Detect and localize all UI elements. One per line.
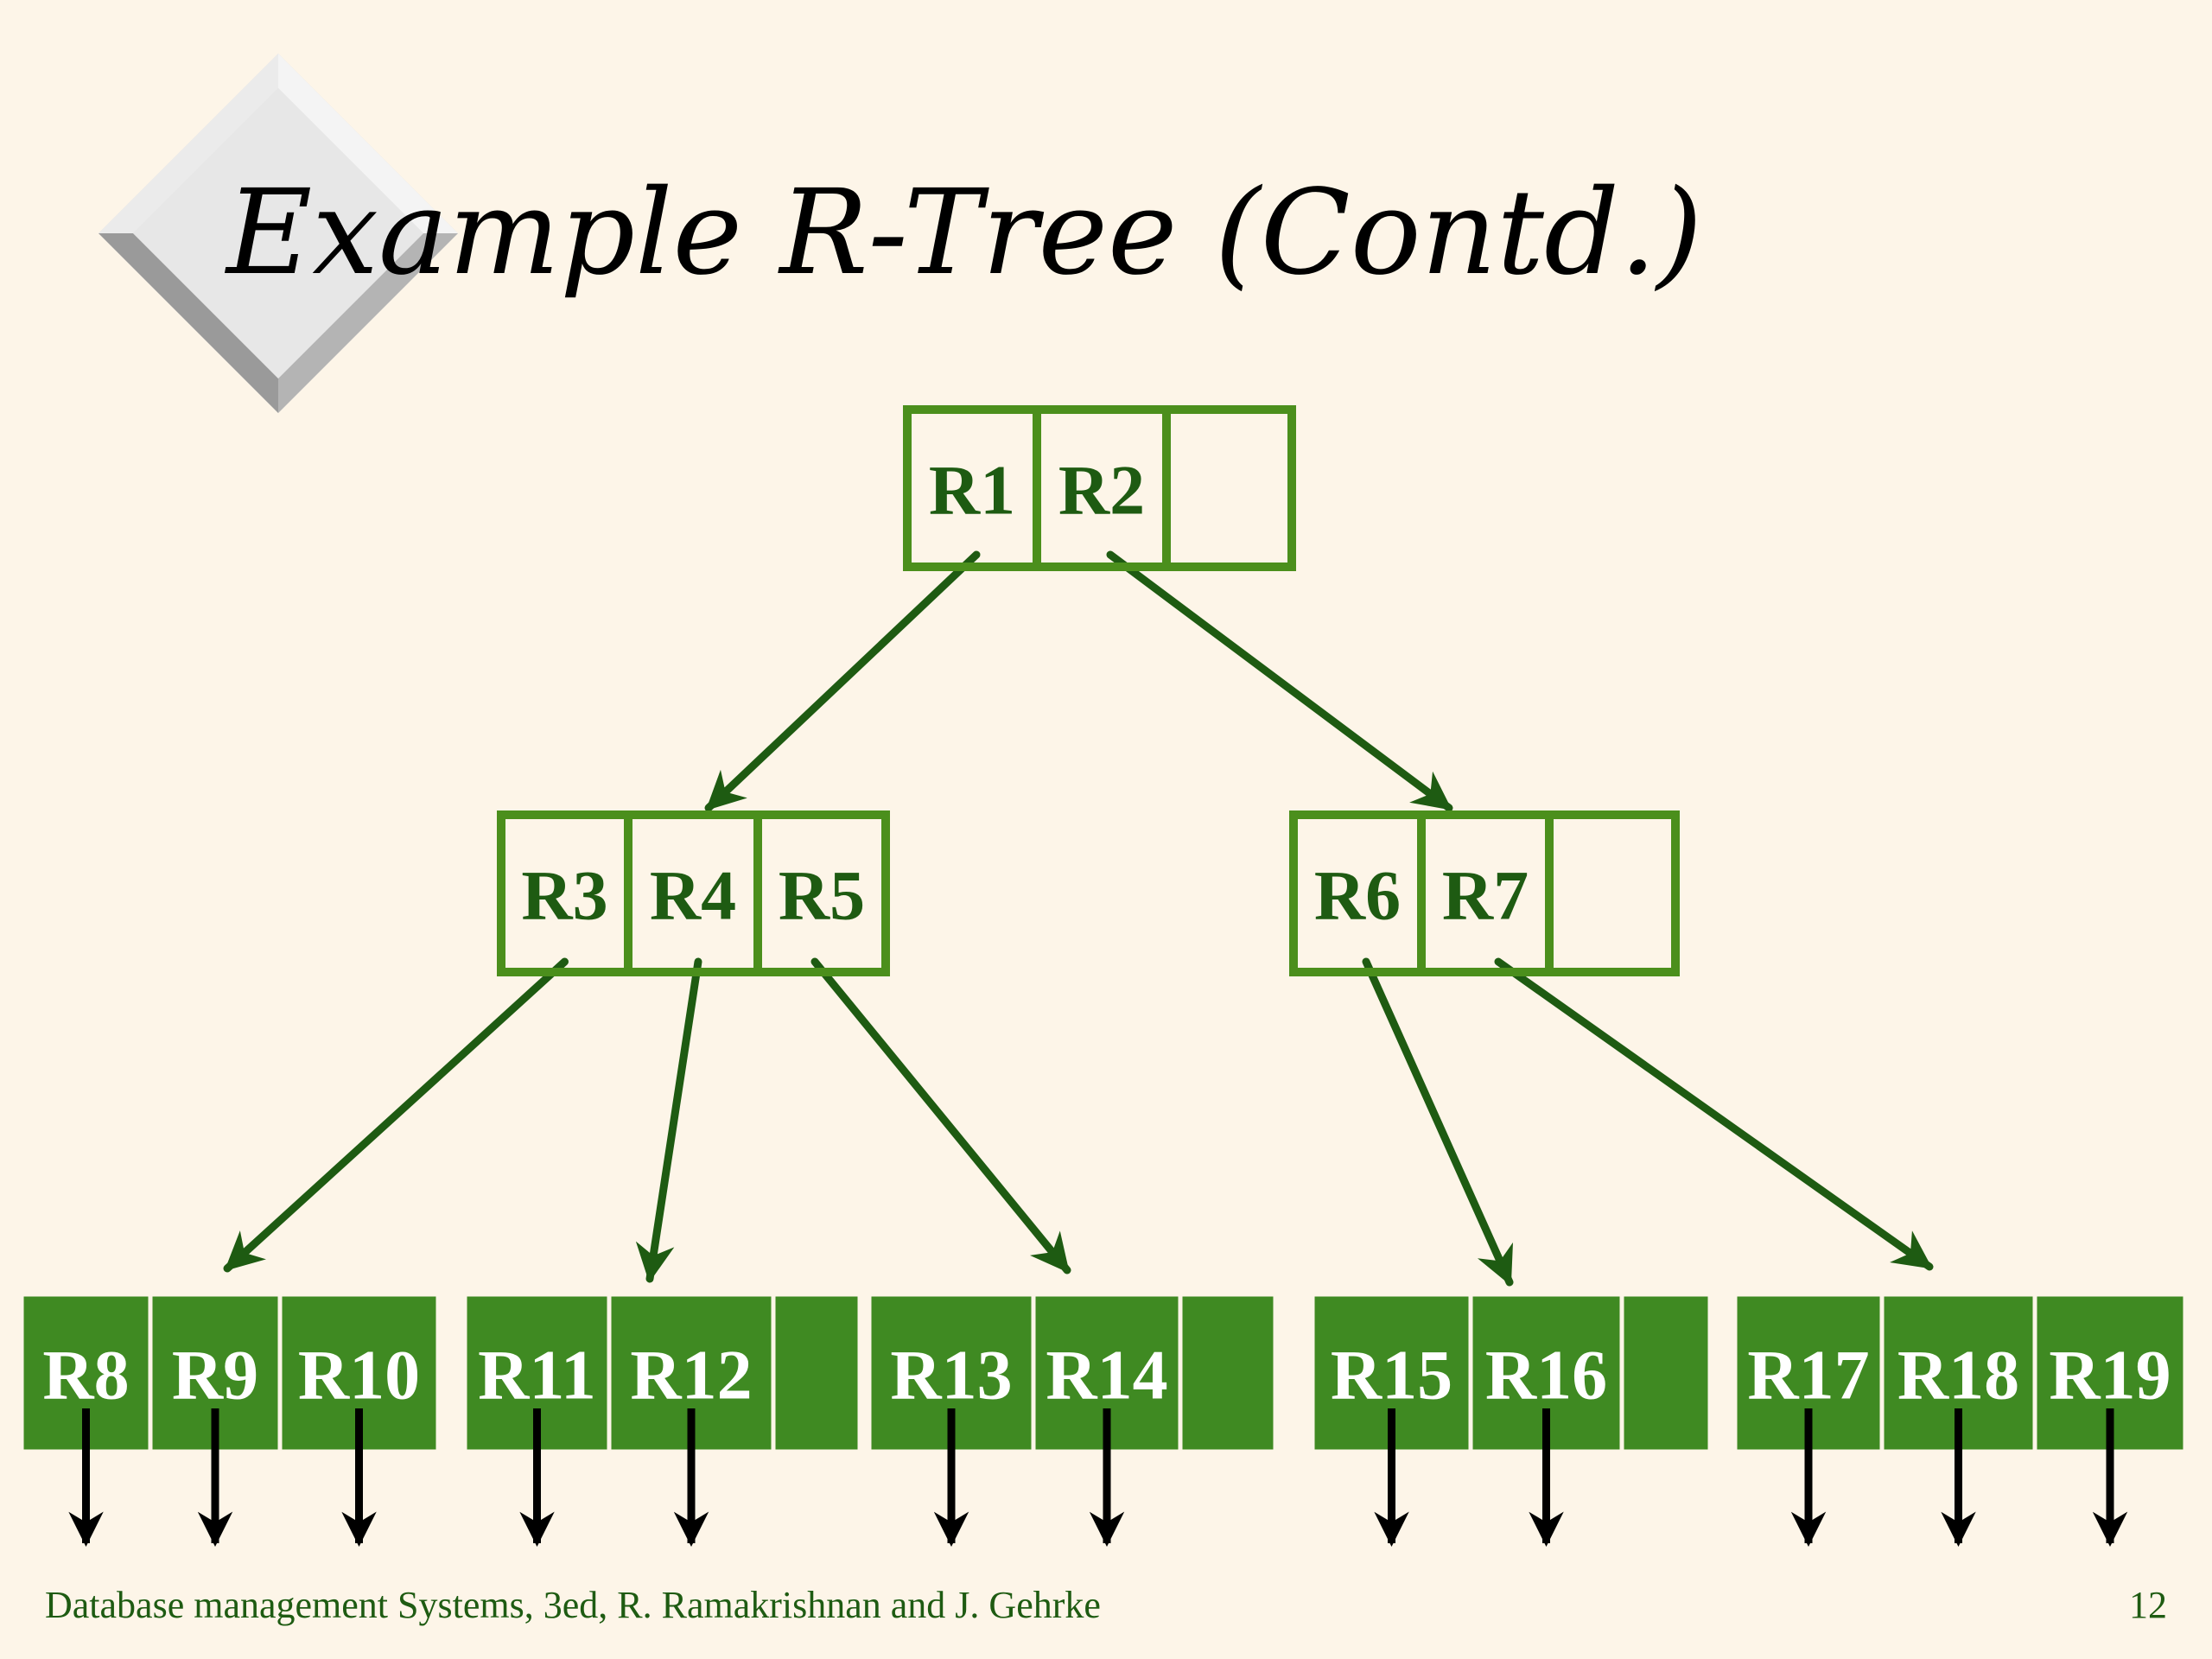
entry-r18: R18 [1897, 1336, 2019, 1414]
leaf-node-2: R11 R12 [462, 1292, 862, 1454]
entry-r3: R3 [521, 856, 607, 935]
edge-r6-to-leaf [1362, 957, 1514, 1287]
internal-node-1-cell-3 [753, 810, 890, 976]
leaf-node-3-cell-3 [1178, 1292, 1278, 1454]
leaf-node-3: R13 R14 [867, 1292, 1278, 1454]
edge-r1-to-node [704, 550, 981, 812]
page-number: 12 [2129, 1584, 2167, 1626]
root-node-cell-3 [1162, 405, 1296, 571]
slide-title: Example R-Tree (Contd.) [224, 165, 1702, 302]
entry-r7: R7 [1442, 856, 1529, 935]
edge-r2-to-node [1106, 550, 1453, 812]
entry-r19: R19 [2049, 1336, 2171, 1414]
leaf-node-1: R8 R9 R10 [19, 1292, 441, 1454]
entry-r16: R16 [1485, 1336, 1607, 1414]
tree-edges [223, 550, 1934, 1287]
entry-r5: R5 [779, 856, 865, 935]
entry-r6: R6 [1314, 856, 1401, 935]
entry-r15: R15 [1331, 1336, 1452, 1414]
leaf-pointers [68, 1408, 2128, 1548]
entry-r9: R9 [172, 1336, 258, 1414]
leaf-node-4-cell-3 [1619, 1292, 1713, 1454]
footer-citation: Database management Systems, 3ed, R. Ram… [45, 1584, 1101, 1626]
entry-r12: R12 [630, 1336, 752, 1414]
entry-r4: R4 [650, 856, 736, 935]
entry-r8: R8 [42, 1336, 129, 1414]
internal-node-2: R6 R7 [1289, 810, 1680, 976]
entry-r14: R14 [1046, 1336, 1167, 1414]
entry-r1: R1 [929, 451, 1015, 530]
edge-r4-to-leaf [635, 957, 702, 1283]
edge-r5-to-leaf [810, 957, 1071, 1274]
leaf-node-4: R15 R16 [1310, 1292, 1713, 1454]
beveled-diamond-icon [99, 54, 458, 413]
entry-r10: R10 [298, 1336, 420, 1414]
entry-r13: R13 [890, 1336, 1012, 1414]
entry-r17: R17 [1747, 1336, 1869, 1414]
internal-node-1: R3 R4 R5 [497, 810, 890, 976]
internal-node-2-cell-3 [1545, 810, 1680, 976]
leaf-node-2-cell-3 [771, 1292, 862, 1454]
edge-r7-to-leaf [1494, 957, 1934, 1271]
entry-r2: R2 [1058, 451, 1145, 530]
entry-r11: R11 [478, 1336, 596, 1414]
root-node: R1 R2 [903, 405, 1296, 571]
edge-r3-to-leaf [223, 957, 569, 1273]
